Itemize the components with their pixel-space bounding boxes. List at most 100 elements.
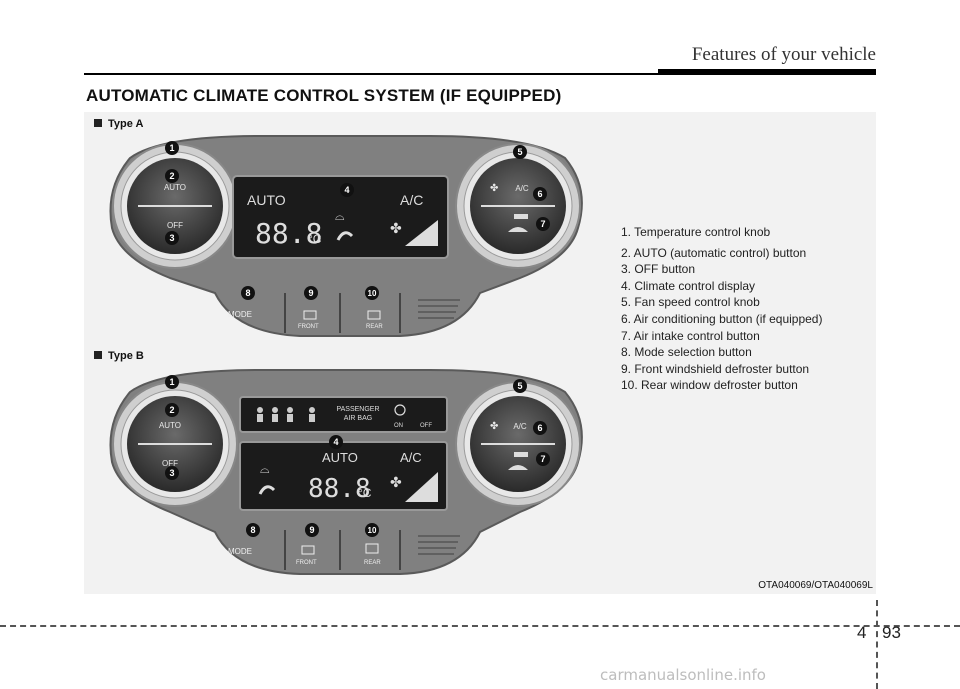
callout-4: 4 (344, 185, 349, 195)
display-unit: °C (358, 486, 372, 500)
airbag-on-label: ON (394, 423, 403, 429)
callout-10: 10 (368, 289, 377, 298)
callout-3: 3 (169, 468, 174, 478)
display-auto-text: AUTO (322, 450, 358, 465)
legend-item: 1. Temperature control knob (621, 225, 771, 239)
fan-icon: ✤ (490, 421, 498, 432)
type-b-label: Type B (94, 350, 144, 362)
legend-item: 6. Air conditioning button (if equipped) (621, 311, 823, 326)
bullet-square-icon (94, 351, 102, 359)
svg-text:FRONT: FRONT (298, 324, 319, 330)
legend-item: 9. Front windshield defroster button (621, 361, 810, 376)
seat-occupant-icons (257, 407, 315, 422)
airbag-label: AIR BAG (344, 415, 372, 422)
ac-button-label[interactable]: A/C (515, 184, 529, 193)
temperature-knob-left[interactable]: AUTO OFF (112, 143, 238, 269)
bullet-square-icon (94, 119, 102, 127)
display-fan-icon: ✤ (390, 474, 402, 490)
callout-5: 5 (517, 381, 522, 391)
footer-dashed-rule (0, 625, 960, 627)
display-temperature: 88.8 (308, 474, 371, 504)
display-auto-text: AUTO (247, 192, 286, 208)
callout-6: 6 (537, 423, 542, 433)
svg-text:REAR: REAR (366, 324, 383, 330)
climate-display (239, 441, 448, 511)
display-fan-icon: ✤ (390, 220, 402, 236)
callout-6: 6 (537, 189, 542, 199)
callout-7: 7 (540, 219, 545, 229)
rear-defrost-button[interactable]: REAR (364, 543, 381, 566)
figure-caption: OTA040069/OTA040069L (758, 580, 873, 591)
callout-4: 4 (333, 437, 338, 447)
legend-item: 3. OFF button (621, 262, 696, 277)
airbag-off-label: OFF (420, 423, 432, 429)
passenger-label: PASSENGER (336, 406, 379, 413)
fan-speed-knob-right[interactable]: A/C ✤ (455, 381, 581, 507)
callout-8: 8 (250, 525, 255, 535)
vent-grille (418, 535, 460, 555)
callout-2: 2 (169, 171, 174, 181)
temperature-knob-left[interactable]: AUTO OFF (112, 381, 238, 507)
mode-button[interactable]: MODE (228, 310, 252, 319)
front-defrost-icon (301, 545, 315, 555)
climate-display (232, 175, 449, 259)
climate-panel-type-b: AUTO OFF A/C ✤ PASSENGER AIR BAG ON OFF … (109, 369, 583, 575)
rear-defrost-icon (367, 310, 381, 320)
off-button-label[interactable]: OFF (162, 459, 178, 468)
fan-icon: ✤ (490, 183, 498, 194)
footer-vertical-rule (876, 600, 878, 689)
airflow-arrow-icon (258, 485, 276, 495)
display-ac-text: A/C (400, 450, 422, 465)
callout-5: 5 (517, 147, 522, 157)
airbag-status-display (239, 396, 448, 433)
rear-defrost-icon (365, 543, 379, 554)
component-legend: 1. Temperature control knob 2. AUTO (aut… (621, 224, 822, 394)
mode-button[interactable]: MODE (228, 547, 252, 556)
callout-3: 3 (169, 233, 174, 243)
auto-button-label[interactable]: AUTO (159, 421, 181, 430)
callout-1: 1 (169, 377, 174, 387)
callout-7: 7 (540, 454, 545, 464)
svg-text:REAR: REAR (364, 560, 381, 566)
defrost-icon: ⌓ (335, 209, 345, 223)
recirculation-indicator-icon (514, 452, 528, 457)
auto-button-label[interactable]: AUTO (164, 183, 186, 192)
legend-item: 10. Rear window defroster button (621, 378, 798, 393)
running-header: Features of your vehicle (691, 44, 876, 65)
legend-item: 8. Mode selection button (621, 345, 752, 360)
fan-level-bar (405, 220, 438, 246)
ac-button-label[interactable]: A/C (513, 422, 527, 431)
header-rule-thick (658, 69, 876, 75)
display-ac-text: A/C (400, 192, 423, 208)
fan-speed-knob-right[interactable]: A/C ✤ (455, 143, 581, 269)
svg-text:MODE[interactable]: MODE (228, 547, 252, 556)
display-unit: °C (308, 232, 322, 246)
svg-text:MODE[interactable]: MODE (228, 310, 252, 319)
section-title: AUTOMATIC CLIMATE CONTROL SYSTEM (IF EQU… (86, 86, 562, 105)
vent-grille (418, 299, 460, 319)
airbag-prohibited-icon (394, 404, 406, 416)
header-rule (84, 73, 876, 75)
display-temperature: 88.8 (255, 217, 322, 250)
climate-panel-type-a: AUTO OFF A/C ✤ AUTO A/C 88.8 °C ⌓ ✤ MODE… (109, 135, 583, 337)
air-intake-car-icon[interactable] (508, 227, 528, 232)
off-button-label[interactable]: OFF (167, 221, 183, 230)
callout-2: 2 (169, 405, 174, 415)
callout-9: 9 (308, 288, 313, 298)
front-defrost-button[interactable]: FRONT (296, 545, 317, 566)
callout-9: 9 (309, 525, 314, 535)
type-a-label: Type A (94, 118, 143, 130)
airflow-arrow-icon (336, 231, 354, 241)
rear-defrost-button[interactable]: REAR (366, 310, 383, 330)
page-number: 93 (882, 623, 901, 642)
recirculation-indicator-icon (514, 214, 528, 219)
air-intake-car-icon[interactable] (508, 465, 528, 470)
legend-item: 5. Fan speed control knob (621, 295, 760, 310)
legend-item: 7. Air intake control button (621, 328, 760, 343)
legend-item: 2. AUTO (automatic control) button (621, 245, 807, 260)
callout-1: 1 (169, 143, 174, 153)
front-defrost-button[interactable]: FRONT (298, 310, 319, 330)
fan-level-bar (405, 472, 438, 502)
chapter-number: 4 (857, 623, 867, 642)
callout-10: 10 (368, 526, 377, 535)
